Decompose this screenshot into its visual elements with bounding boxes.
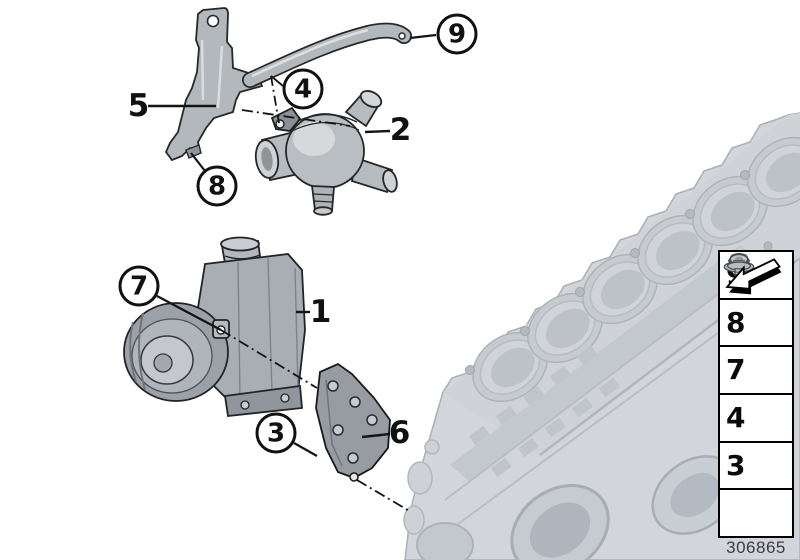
callout-5[interactable]: 5 bbox=[127, 88, 150, 124]
legend-row-7[interactable]: 7 bbox=[720, 252, 792, 396]
diagram-number: 306865 bbox=[726, 538, 786, 557]
assembly-line-5-2 bbox=[241, 109, 351, 127]
assembly-line-7-6 bbox=[220, 329, 318, 389]
leader-lines bbox=[148, 33, 437, 513]
legend-number: 4 bbox=[726, 400, 746, 434]
leader-2 bbox=[364, 129, 391, 134]
assembly-line-6-block bbox=[356, 479, 412, 513]
callout-1[interactable]: 1 bbox=[309, 294, 332, 330]
engine-front-face bbox=[403, 245, 791, 560]
thermostat-housing-part-2 bbox=[254, 90, 398, 216]
legend-row-arrow[interactable] bbox=[720, 258, 792, 536]
engine-block bbox=[403, 112, 800, 560]
fastener-legend: 9 8 7 bbox=[718, 250, 794, 538]
legend-number: 3 bbox=[726, 448, 746, 482]
bracket-bolt-point bbox=[349, 472, 359, 482]
callout-3[interactable]: 3 bbox=[255, 412, 297, 454]
callout-9[interactable]: 9 bbox=[436, 13, 478, 55]
cylinder-bores bbox=[472, 136, 800, 403]
support-bracket-part-6 bbox=[315, 362, 391, 482]
leader-6 bbox=[361, 432, 391, 439]
legend-number: 8 bbox=[726, 305, 746, 339]
callout-7[interactable]: 7 bbox=[118, 265, 160, 307]
strap-bracket-part-9 bbox=[242, 22, 412, 88]
clip-bolt-hole bbox=[275, 119, 285, 129]
upper-bracket-part-5 bbox=[164, 7, 264, 162]
water-pump-part-1 bbox=[123, 236, 306, 417]
legend-row-4[interactable]: 4 bbox=[720, 253, 792, 443]
callout-2[interactable]: 2 bbox=[389, 112, 412, 148]
legend-row-8[interactable]: 8 bbox=[720, 254, 792, 348]
legend-number: 7 bbox=[726, 353, 746, 387]
leader-9 bbox=[409, 33, 437, 40]
strap-end-hole bbox=[398, 32, 406, 40]
leader-4-solid bbox=[270, 75, 284, 87]
leader-3 bbox=[293, 442, 318, 457]
bracket-tab-hole bbox=[206, 14, 220, 28]
leader-4-dashdot bbox=[270, 75, 280, 124]
leader-7-solid bbox=[156, 295, 222, 331]
callout-8[interactable]: 8 bbox=[196, 165, 238, 207]
callout-6[interactable]: 6 bbox=[388, 415, 411, 451]
leader-8 bbox=[190, 152, 206, 172]
callout-4[interactable]: 4 bbox=[282, 68, 324, 110]
legend-row-3[interactable]: 3 bbox=[720, 253, 792, 491]
